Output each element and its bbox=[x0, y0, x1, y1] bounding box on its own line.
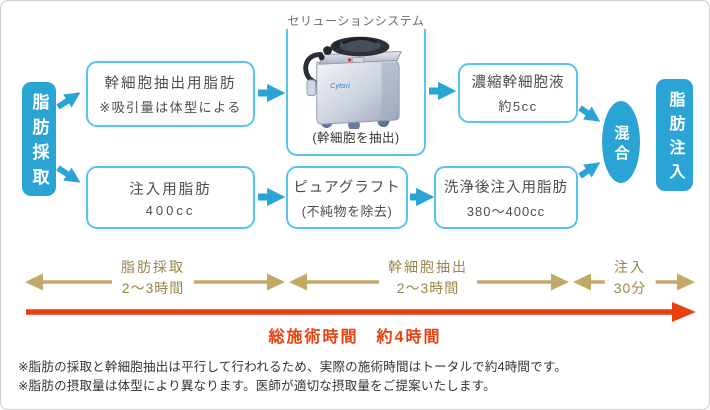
celution-system-label: セリューションシステム bbox=[282, 12, 430, 29]
timeline-segment-harvest: 脂肪採取 2〜3時間 bbox=[112, 257, 194, 299]
machine-brand-logo: Cytori bbox=[330, 83, 351, 90]
timeline-extraction-label: 幹細胞抽出 bbox=[388, 259, 468, 275]
puregraft-title: ピュアグラフト bbox=[293, 179, 401, 196]
blue-flow-arrows bbox=[56, 81, 601, 207]
stem-cell-fat-title: 幹細胞抽出用脂肪 bbox=[104, 76, 237, 92]
machine-caption: (幹細胞を抽出) bbox=[312, 131, 400, 145]
total-time-arrow bbox=[26, 302, 696, 322]
puregraft-box: ピュアグラフト (不純物を除去) bbox=[286, 166, 408, 229]
fat-injection-sink-label: 脂肪注入 bbox=[666, 91, 684, 187]
timeline-segment-injection: 注入 30分 bbox=[604, 257, 656, 299]
fat-injection-sink-box: 脂肪注入 bbox=[656, 79, 693, 191]
mix-ellipse: 混合 bbox=[602, 101, 640, 183]
injection-fat-amount: 400cc bbox=[145, 202, 196, 218]
washed-fat-box: 洗浄後注入用脂肪 380〜400cc bbox=[434, 166, 578, 229]
timeline-extraction-duration: 2〜3時間 bbox=[396, 280, 460, 296]
timeline-injection-duration: 30分 bbox=[613, 280, 647, 296]
timeline-harvest-duration: 2〜3時間 bbox=[121, 280, 185, 296]
stem-cell-fat-box: 幹細胞抽出用脂肪 ※吸引量は体型による bbox=[86, 61, 255, 127]
stem-cell-fat-note: ※吸引量は体型による bbox=[99, 100, 242, 115]
injection-fat-box: 注入用脂肪 400cc bbox=[86, 166, 255, 229]
injection-fat-title: 注入用脂肪 bbox=[129, 181, 212, 198]
timeline-segment-extraction: 幹細胞抽出 2〜3時間 bbox=[379, 257, 477, 299]
mix-label: 混合 bbox=[612, 124, 630, 165]
timeline-harvest-label: 脂肪採取 bbox=[121, 259, 185, 275]
footnote-1: ※脂肪の採取と幹細胞抽出は平行して行われるため、実際の施術時間はトータルで約4時… bbox=[18, 360, 567, 374]
puregraft-note: (不純物を除去) bbox=[301, 203, 393, 219]
washed-fat-amount: 380〜400cc bbox=[466, 203, 546, 219]
fat-harvest-source-box: 脂肪採取 bbox=[22, 82, 56, 196]
footnote-2: ※脂肪の摂取量は体型により異なります。医師が適切な摂取量をご提案いたします。 bbox=[18, 379, 496, 393]
footnotes: ※脂肪の採取と幹細胞抽出は平行して行われるため、実際の施術時間はトータルで約4時… bbox=[18, 358, 567, 396]
timeline-injection-label: 注入 bbox=[613, 259, 646, 275]
fat-harvest-source-label: 脂肪採取 bbox=[29, 93, 49, 193]
celution-system-box: セリューションシステム bbox=[282, 12, 430, 156]
celution-machine-image bbox=[303, 36, 402, 129]
concentrated-stem-cell-box: 濃縮幹細胞液 約5cc bbox=[458, 63, 578, 123]
total-procedure-time: 総施術時間 約4時間 bbox=[268, 329, 442, 346]
washed-fat-title: 洗浄後注入用脂肪 bbox=[444, 179, 568, 196]
concentrated-stem-cell-title: 濃縮幹細胞液 bbox=[471, 75, 565, 91]
concentrated-stem-cell-amount: 約5cc bbox=[498, 99, 538, 114]
